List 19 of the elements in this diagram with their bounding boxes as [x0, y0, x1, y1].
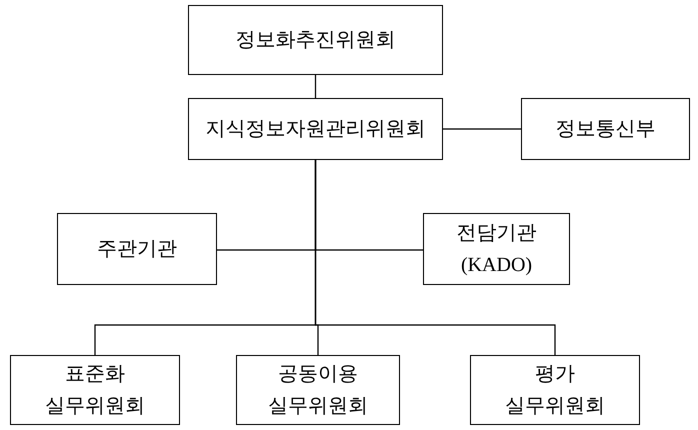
box-label: 평가 실무위원회 — [504, 362, 606, 419]
org-box — [57, 213, 217, 285]
box-label: 주관기관 — [97, 237, 177, 262]
org-box — [521, 98, 690, 160]
org-box — [470, 355, 640, 425]
connector-line — [314, 160, 556, 355]
box-label: 정보화추진위원회 — [236, 28, 396, 53]
box-label: 공동이용 실무위원회 — [267, 362, 369, 419]
org-box — [10, 355, 180, 425]
org-box — [423, 213, 570, 285]
box-label: 표준화 실무위원회 — [44, 362, 146, 419]
connector-line — [314, 75, 316, 98]
box-label: 전담기관 (KADO) — [456, 221, 538, 278]
connector-line — [443, 128, 521, 130]
box-label: 정보통신부 — [556, 117, 656, 142]
org-box — [188, 98, 443, 160]
org-box — [236, 355, 400, 425]
org-box — [188, 5, 443, 75]
box-label: 지식정보자원관리위원회 — [206, 117, 426, 142]
